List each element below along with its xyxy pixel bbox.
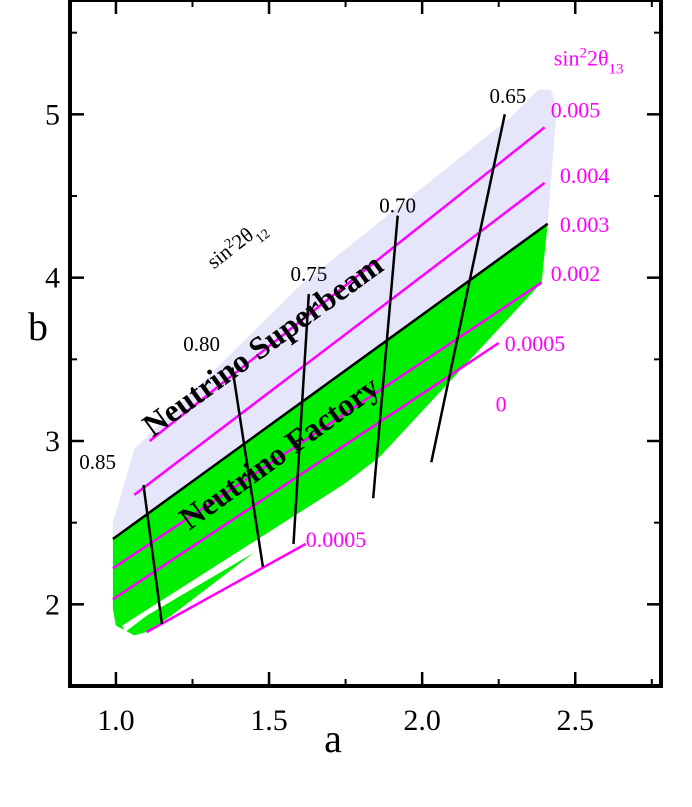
- theta13-label-5: 0: [496, 392, 507, 417]
- theta12-curve-1: [231, 367, 265, 567]
- sin2-2theta12-title: sin22θ12: [202, 214, 273, 279]
- theta13-label-0: 0.005: [551, 98, 601, 123]
- theta12-label-4: 0.65: [490, 84, 527, 108]
- theta12-curve-2: [292, 293, 311, 544]
- theta13-label-3: 0.002: [551, 261, 601, 286]
- y-axis-label: b: [28, 304, 48, 349]
- y-tick-label-0: 2: [45, 588, 60, 621]
- theta12-curve-0: [142, 484, 164, 625]
- theta13-line-4: [112, 341, 500, 601]
- x-tick-label-2: 2.0: [403, 704, 441, 737]
- x-tick-label-0: 1.0: [97, 704, 135, 737]
- region-1: [112, 223, 548, 636]
- y-tick-label-2: 4: [45, 262, 60, 295]
- y-tick-label-3: 5: [45, 98, 60, 131]
- theta13-title-sup: 2: [579, 45, 587, 61]
- theta13-label-6: 0.0005: [306, 527, 367, 552]
- gap-0: [122, 395, 496, 633]
- axes-layer: a b 1.0 1.5 2.0 2.5 2 3 4 5: [28, 0, 663, 761]
- theta13-line-3: [112, 281, 543, 570]
- theta13-line-6: [145, 542, 307, 634]
- theta13-label-2: 0.003: [560, 212, 610, 237]
- x-tick-label-1: 1.5: [250, 704, 288, 737]
- theta12-label-1: 0.80: [183, 332, 220, 356]
- theta12-label-0: 0.85: [79, 450, 116, 474]
- lines-layer: [112, 114, 549, 634]
- theta13-line-1: [133, 181, 546, 496]
- theta12-label-2: 0.75: [291, 262, 328, 286]
- x-axis-label: a: [324, 716, 342, 761]
- theta13-label-1: 0.004: [560, 163, 610, 188]
- plot-frame: [68, 0, 663, 688]
- y-tick-label-1: 3: [45, 425, 60, 458]
- theta12-curve-4: [430, 114, 507, 463]
- theta13-line-0: [148, 126, 546, 442]
- sin2-2theta13-title: sin22θ13: [554, 45, 624, 77]
- theta12-curve-3: [371, 215, 399, 499]
- region-boundary-line: [112, 222, 549, 541]
- theta12-title-sub: 12: [253, 226, 273, 246]
- theta12-label-3: 0.70: [379, 193, 416, 217]
- theta13-title-sub: 13: [609, 61, 624, 77]
- theta12-title-sup: 2: [222, 236, 237, 252]
- theta13-label-4: 0.0005: [505, 331, 566, 356]
- x-tick-label-3: 2.5: [557, 704, 595, 737]
